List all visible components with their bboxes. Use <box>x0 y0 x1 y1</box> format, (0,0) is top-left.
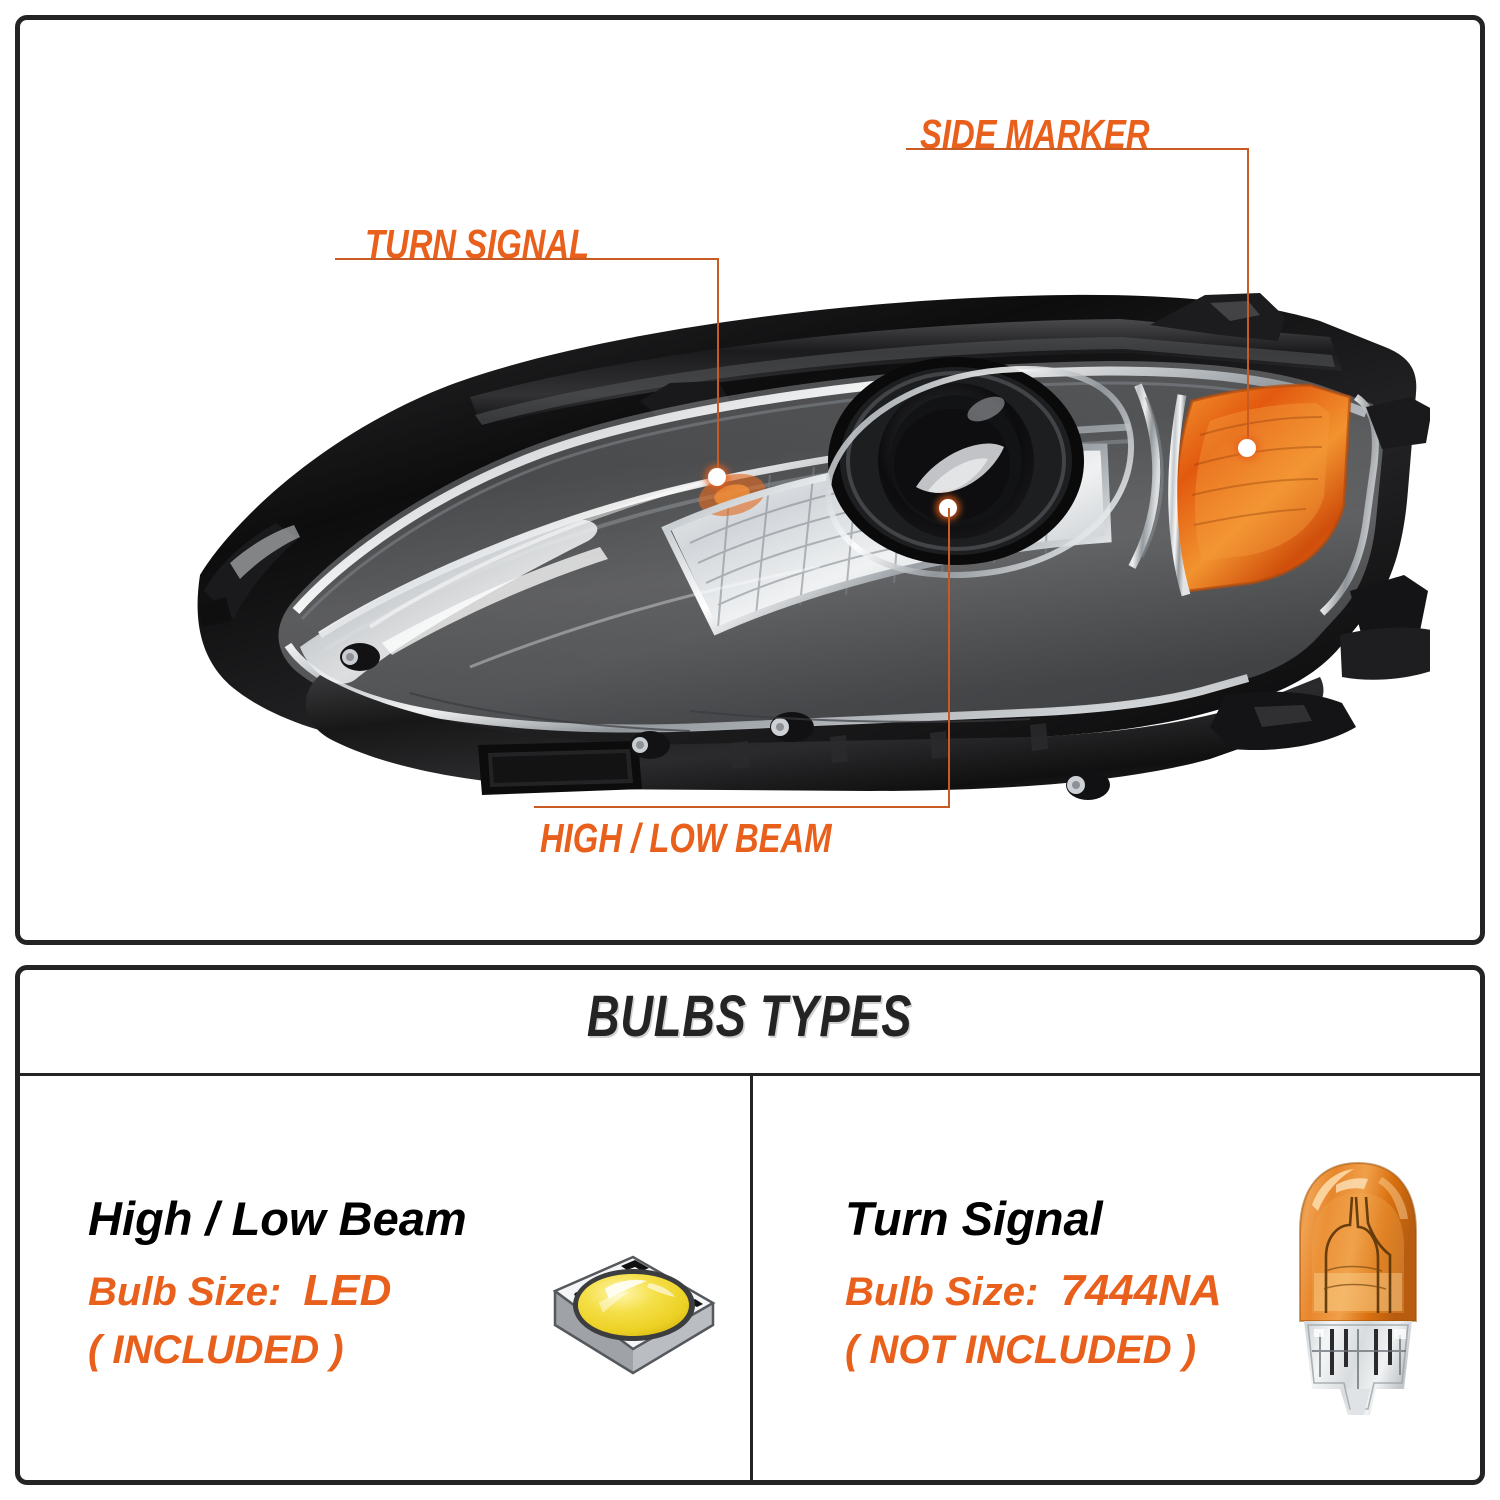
bulb-cell-turn-signal-title: Turn Signal <box>845 1192 1103 1245</box>
callout-high-low-beam-label: HIGH / LOW BEAM <box>540 815 832 861</box>
bulb-cell-high-low-beam-included: ( INCLUDED ) <box>88 1327 344 1372</box>
bulb-cell-turn-signal-included: ( NOT INCLUDED ) <box>845 1327 1197 1372</box>
callout-turn-signal-leader-vertical <box>717 258 719 477</box>
headlight-assembly-image <box>170 275 1442 815</box>
callout-high-low-beam-leader-horizontal <box>534 806 950 808</box>
headlight-photo-panel: TURN SIGNAL SIDE MARKER HIGH / LOW BEAM <box>15 15 1485 945</box>
callout-turn-signal-dot <box>708 468 726 486</box>
callout-side-marker-dot <box>1238 439 1256 457</box>
callout-turn-signal-label: TURN SIGNAL <box>365 221 590 267</box>
callout-side-marker-leader-vertical <box>1247 148 1249 448</box>
bulb-size-label: Bulb Size: <box>88 1270 282 1314</box>
callout-turn-signal-leader-horizontal <box>335 258 717 260</box>
led-chip-icon <box>537 1233 729 1405</box>
callout-side-marker-label: SIDE MARKER <box>920 111 1150 157</box>
bulb-size-label: Bulb Size: <box>845 1270 1039 1314</box>
bulbs-vertical-divider <box>750 1073 753 1480</box>
bulb-cell-high-low-beam-size: Bulb Size: LED <box>88 1266 467 1317</box>
bulb-size-value: 7444NA <box>1060 1266 1222 1315</box>
bulb-cell-turn-signal-size: Bulb Size: 7444NA <box>845 1266 1222 1317</box>
bulbs-types-title-text: BULBS TYPES <box>587 984 913 1049</box>
bulb-size-value: LED <box>303 1266 392 1315</box>
bulbs-types-title: BULBS TYPES <box>20 988 1480 1046</box>
bulb-cell-high-low-beam: High / Low Beam Bulb Size: LED ( INCLUDED… <box>20 1073 750 1480</box>
callout-high-low-beam-leader-vertical <box>948 508 950 806</box>
amber-wedge-bulb-icon <box>1278 1153 1438 1428</box>
bulb-cell-high-low-beam-title: High / Low Beam <box>88 1192 467 1245</box>
callout-side-marker-leader-horizontal <box>906 148 1247 150</box>
bulbs-types-panel: BULBS TYPES High / Low Beam Bulb Size: LE… <box>15 965 1485 1485</box>
bulb-cell-turn-signal: Turn Signal Bulb Size: 7444NA ( NOT INCLU… <box>753 1073 1485 1480</box>
